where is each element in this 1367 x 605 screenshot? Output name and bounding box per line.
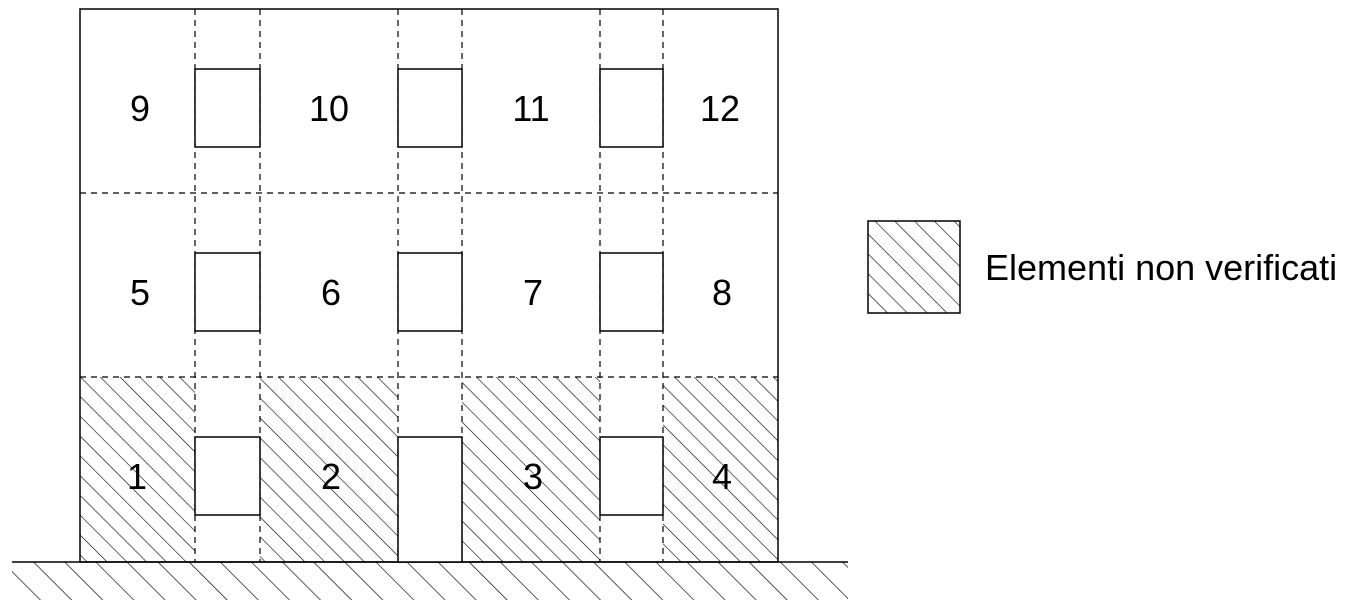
failed-panels — [80, 377, 778, 562]
ground — [12, 561, 848, 600]
window-1-1 — [194, 436, 261, 516]
failed-panel-4 — [663, 377, 778, 562]
window-3-2 — [397, 68, 463, 148]
window-2-2 — [397, 252, 463, 332]
panel-label-12: 12 — [700, 88, 740, 129]
window-2-1 — [194, 252, 261, 332]
legend: Elementi non verificati — [867, 220, 1337, 314]
door-1-2 — [397, 436, 463, 563]
panel-label-3: 3 — [523, 456, 543, 497]
window-1-3 — [599, 436, 664, 516]
panel-label-10: 10 — [309, 88, 349, 129]
failed-panel-3 — [462, 377, 600, 562]
window-3-1 — [194, 68, 261, 148]
panel-labels: 1 2 3 4 5 6 7 8 9 10 11 12 — [127, 88, 740, 497]
window-2-3 — [599, 252, 664, 332]
panel-label-8: 8 — [712, 272, 732, 313]
panel-label-7: 7 — [523, 272, 543, 313]
panel-label-4: 4 — [712, 456, 732, 497]
panel-label-9: 9 — [130, 88, 150, 129]
panel-label-11: 11 — [512, 88, 549, 129]
failed-panel-1 — [80, 377, 195, 562]
openings — [194, 68, 664, 563]
panel-label-1: 1 — [127, 456, 147, 497]
legend-swatch — [867, 220, 961, 314]
failed-panel-2 — [260, 377, 398, 562]
panel-label-6: 6 — [321, 272, 341, 313]
ground-hatch — [12, 562, 848, 600]
legend-label: Elementi non verificati — [985, 247, 1337, 288]
panel-label-5: 5 — [130, 272, 150, 313]
window-3-3 — [599, 68, 664, 148]
panel-label-2: 2 — [321, 456, 341, 497]
